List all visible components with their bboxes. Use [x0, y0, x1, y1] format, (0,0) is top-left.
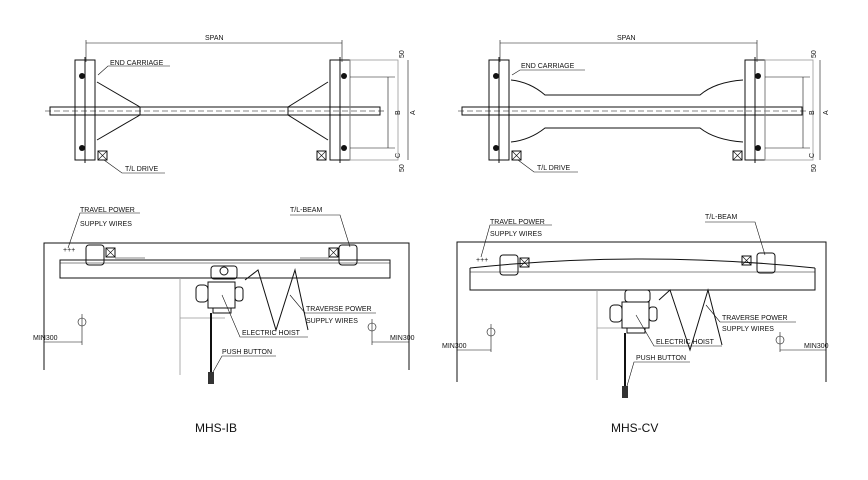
dim-top-50: 50 [399, 50, 406, 58]
dim-bottom-50: 50 [399, 164, 406, 172]
dim-b: B [809, 110, 816, 115]
girder [469, 268, 816, 291]
tl-drive-label: T/L DRIVE [125, 166, 159, 173]
tl-beam-label: T/L-BEAM [290, 207, 322, 214]
supply-wires-label: SUPPLY WIRES [490, 231, 542, 238]
tl-beam-label: T/L-BEAM [705, 214, 737, 221]
tl-drive-icon [97, 150, 108, 161]
electric-hoist-label: ELECTRIC HOIST [242, 330, 301, 337]
dim-b: B [395, 110, 402, 115]
wire-marks: +++ [476, 257, 488, 264]
dim-c: C [809, 153, 816, 158]
box-girder [510, 79, 744, 143]
travel-power-label: TRAVEL POWER [80, 207, 135, 214]
right-brace [287, 81, 329, 141]
push-button-pendant [208, 372, 214, 384]
wire-marks: +++ [63, 247, 75, 254]
push-button-pendant [622, 386, 628, 398]
tl-drive-label: T/L DRIVE [537, 165, 571, 172]
girder [59, 259, 391, 279]
mhs-cv-side-view: +++ TRAVEL POWER SUPPLY WIRES T/L-BEAM T… [442, 214, 829, 398]
left-brace [96, 81, 141, 141]
dim-top-50: 50 [811, 50, 818, 58]
min300-left: MIN300 [33, 335, 58, 342]
mhs-ib-top-view: SPAN END CARRIAGE T/L DRIVE B A C 50 50 [45, 35, 417, 174]
electric-hoist [207, 281, 236, 309]
traverse-power-label: TRAVERSE POWER [722, 315, 788, 322]
dim-a: A [410, 110, 417, 115]
caption-mhs-ib: MHS-IB [195, 421, 237, 435]
min300-left: MIN300 [442, 343, 467, 350]
min300-right: MIN300 [390, 335, 415, 342]
push-button-label: PUSH BUTTON [222, 349, 272, 356]
travel-power-label: TRAVEL POWER [490, 219, 545, 226]
traverse-wires-label: SUPPLY WIRES [306, 318, 358, 325]
end-carriage-label: END CARRIAGE [521, 63, 575, 70]
electric-hoist [621, 301, 650, 329]
dim-bottom-50: 50 [811, 164, 818, 172]
caption-mhs-cv: MHS-CV [611, 421, 658, 435]
span-label: SPAN [205, 35, 224, 42]
supply-wires-label: SUPPLY WIRES [80, 221, 132, 228]
push-button-label: PUSH BUTTON [636, 355, 686, 362]
end-carriage-label: END CARRIAGE [110, 60, 164, 67]
hoist-trolley [210, 265, 238, 280]
span-label: SPAN [617, 35, 636, 42]
electric-hoist-label: ELECTRIC HOIST [656, 339, 715, 346]
mhs-ib-side-view: +++ TRAVEL POWER SUPPLY WIRES T/L-BEAM T… [33, 207, 415, 384]
min300-right: MIN300 [804, 343, 829, 350]
traverse-power-label: TRAVERSE POWER [306, 306, 372, 313]
traverse-wires-label: SUPPLY WIRES [722, 326, 774, 333]
mhs-cv-top-view: SPAN END CARRIAGE T/L DRIVE B A C 50 50 [458, 35, 830, 173]
dim-a: A [823, 110, 830, 115]
dim-c: C [395, 153, 402, 158]
